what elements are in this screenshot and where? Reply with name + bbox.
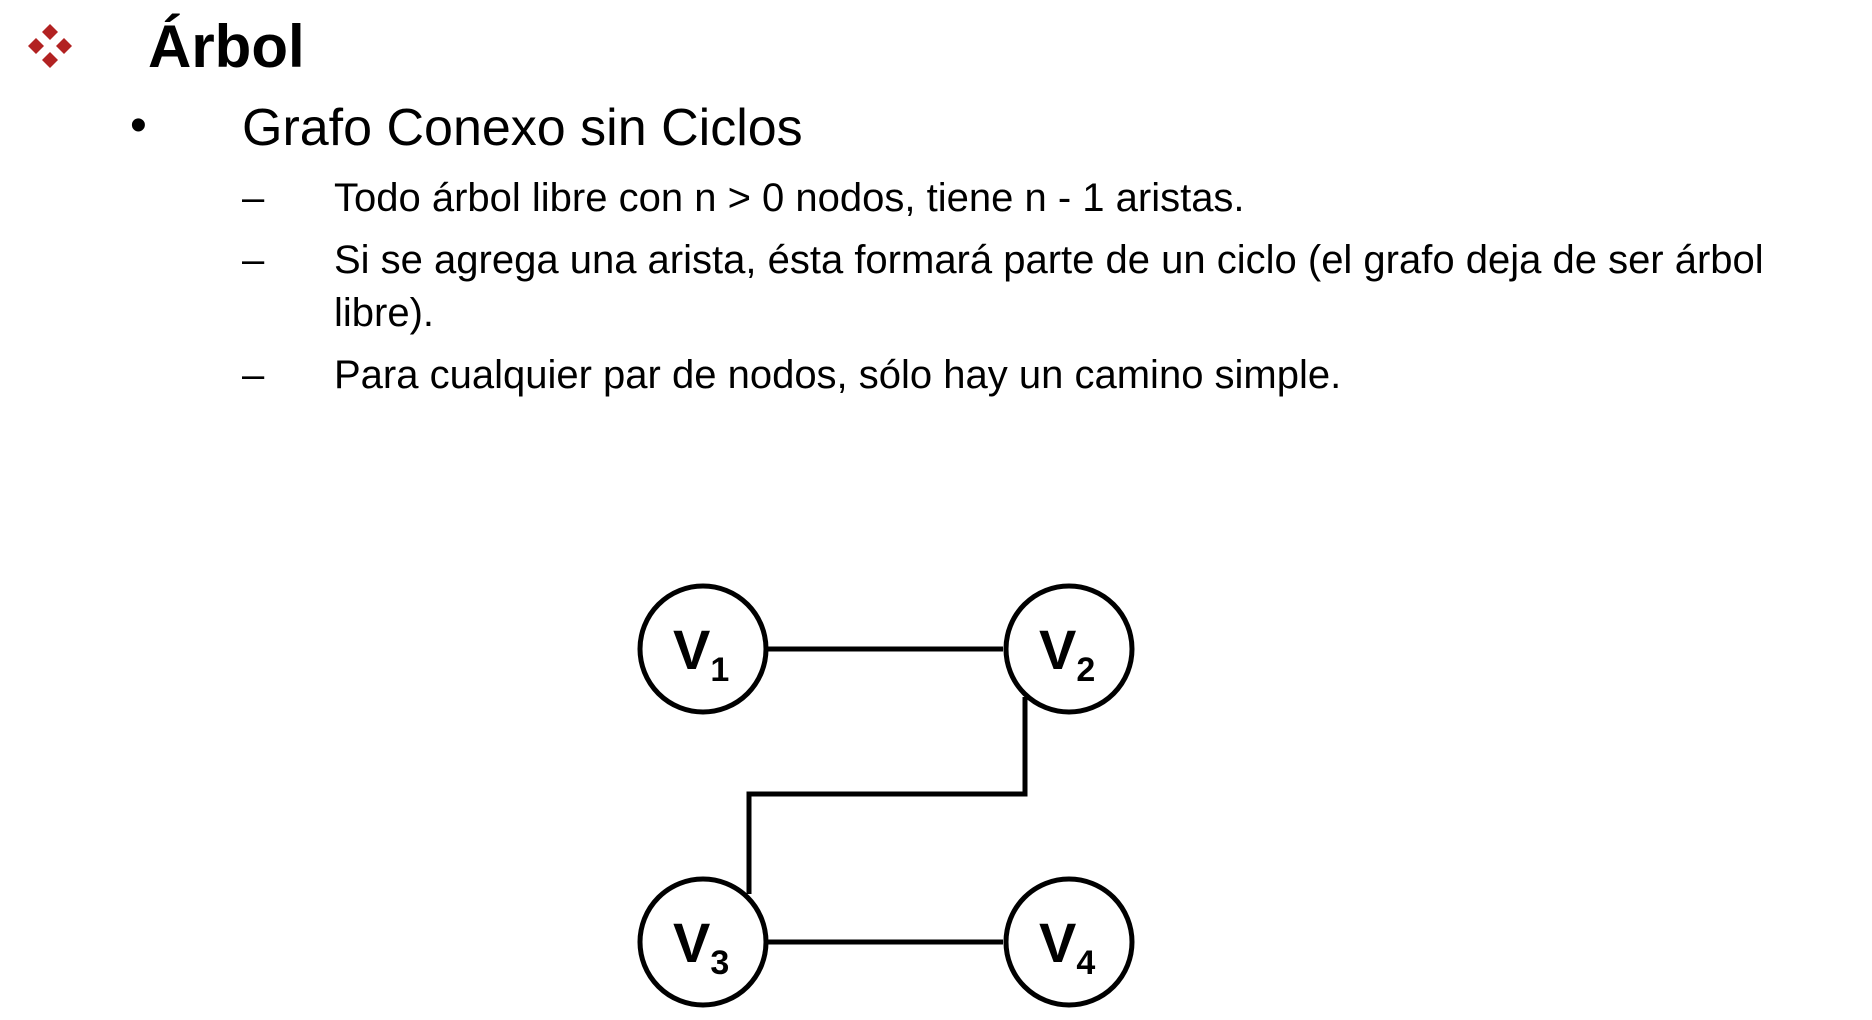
node-label-v3: V3 bbox=[673, 911, 729, 982]
edge-v2-v3 bbox=[746, 697, 1028, 894]
subpoint-text: Todo árbol libre con n > 0 nodos, tiene … bbox=[334, 176, 1245, 220]
heading-text: Grafo Conexo sin Ciclos bbox=[242, 99, 803, 157]
subpoint-text: Para cualquier par de nodos, sólo hay un… bbox=[334, 353, 1342, 397]
dash-marker: – bbox=[242, 353, 265, 397]
dash-marker: – bbox=[242, 176, 265, 220]
node-v1 bbox=[637, 583, 769, 715]
node-label-v1: V1 bbox=[673, 618, 729, 689]
diamond-cluster-icon bbox=[28, 24, 72, 68]
node-label-v2: V2 bbox=[1039, 618, 1095, 689]
subpoint-text: Si se agrega una arista, ésta formará pa… bbox=[334, 238, 1764, 335]
node-v3 bbox=[637, 876, 769, 1008]
node-label-v4: V4 bbox=[1039, 911, 1095, 982]
node-v2 bbox=[1003, 583, 1135, 715]
slide-title: Árbol bbox=[148, 13, 305, 80]
dash-marker: – bbox=[242, 238, 265, 282]
node-v4 bbox=[1003, 876, 1135, 1008]
bullet-marker: • bbox=[130, 99, 147, 152]
